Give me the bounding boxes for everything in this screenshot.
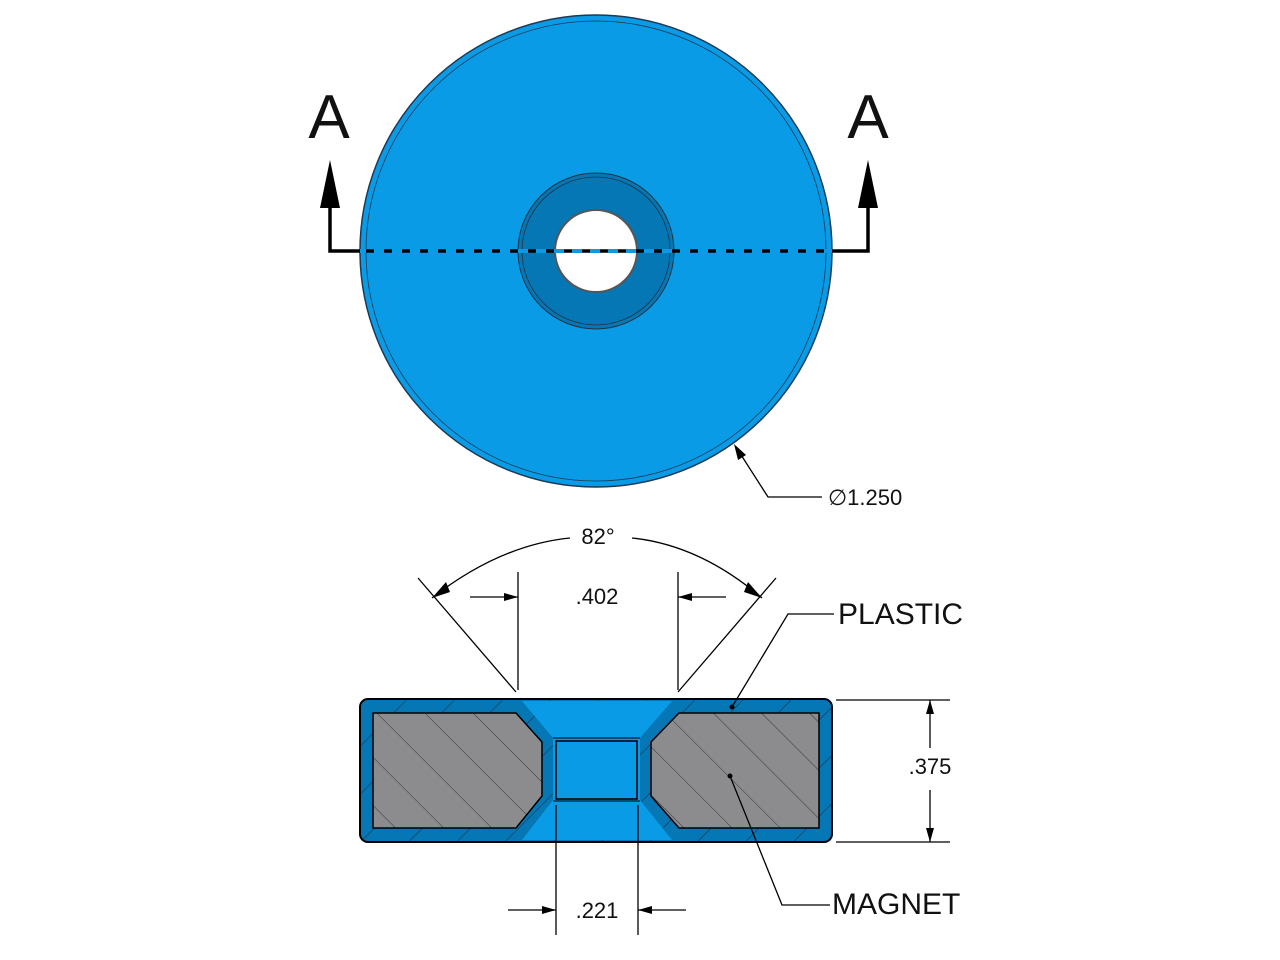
counterbore-dimension: .402 (576, 584, 619, 609)
plastic-callout: PLASTIC (838, 598, 963, 631)
section-view: 82° .402 .375 .221 PLASTIC MAGNET (359, 524, 963, 935)
arrow-up-icon (320, 160, 340, 208)
magnet-leader (729, 775, 830, 906)
magnet-right (650, 712, 820, 829)
magnet-callout: MAGNET (832, 888, 960, 921)
section-mark-left: A (308, 83, 350, 152)
plastic-leader (731, 613, 834, 708)
top-view: A A ∅1.250 (308, 14, 902, 510)
diameter-leader (735, 446, 822, 498)
section-mark-right: A (847, 83, 889, 152)
magnet-left (372, 712, 543, 829)
arrow-up-icon (858, 160, 878, 208)
hole-dimension: .221 (576, 898, 619, 923)
angle-dimension: 82° (581, 524, 614, 549)
diameter-dimension: ∅1.250 (828, 485, 902, 510)
height-dimension: .375 (909, 754, 952, 779)
